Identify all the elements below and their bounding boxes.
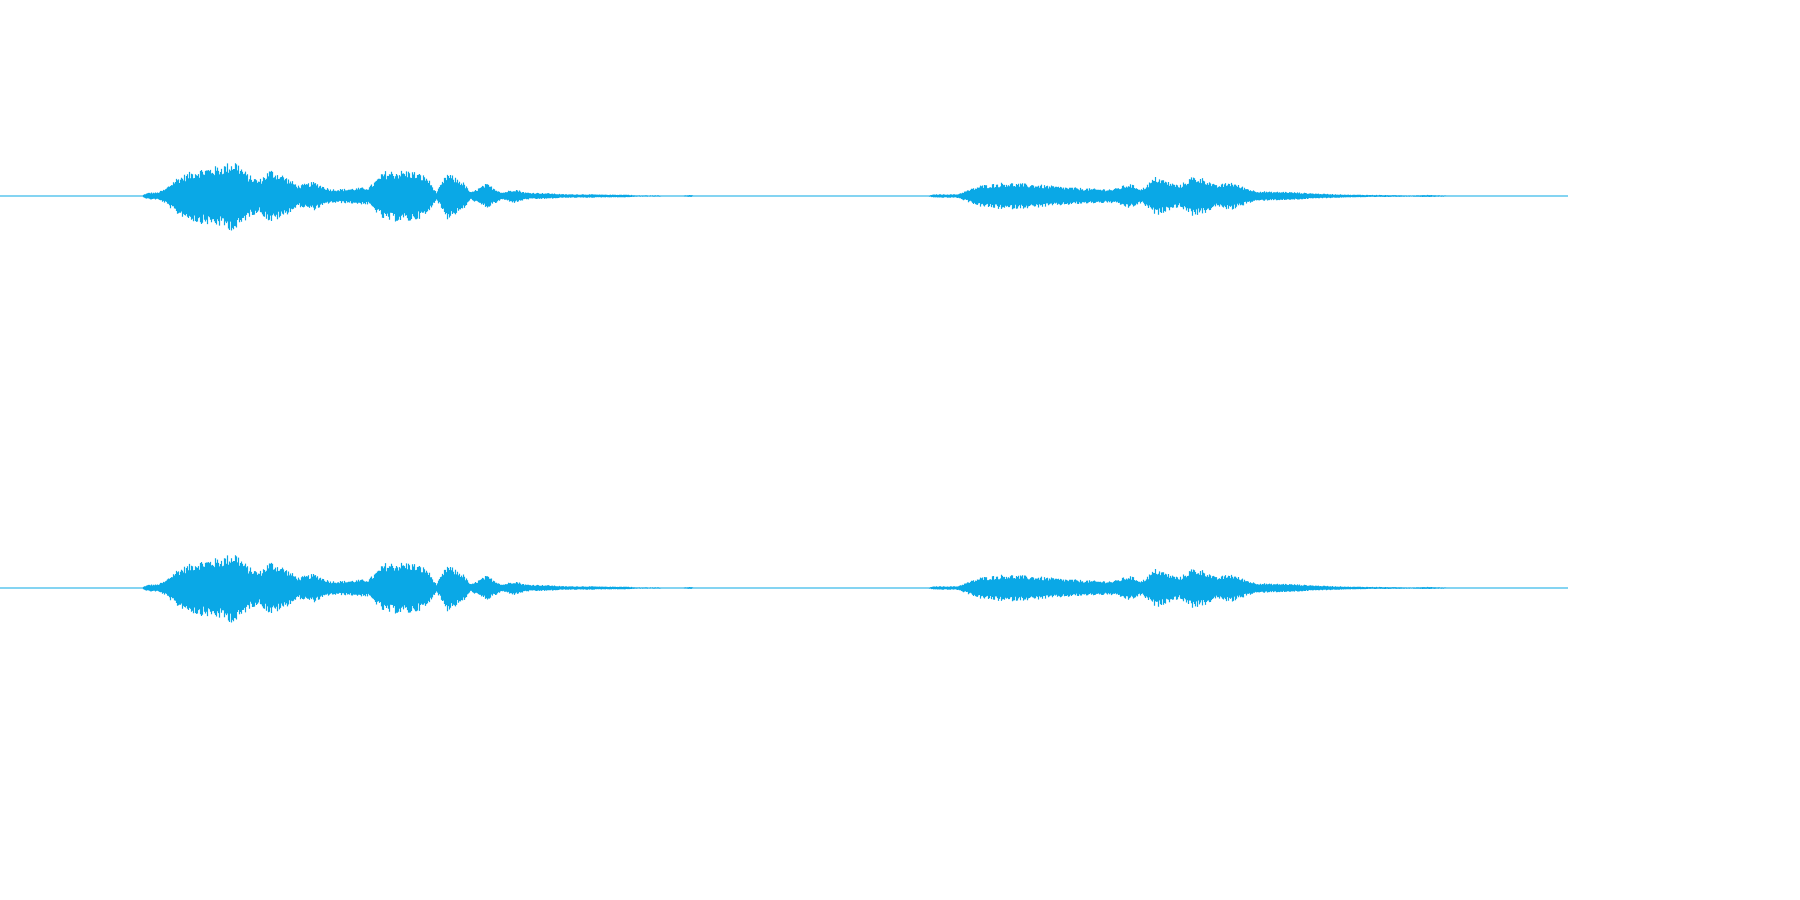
right-margin <box>1568 0 1800 900</box>
channel-waveform-shape <box>141 163 1459 231</box>
channel-2-waveform <box>0 555 1568 623</box>
waveform-canvas <box>0 163 1568 623</box>
bottom-margin <box>0 784 1568 900</box>
waveform-view <box>0 163 1568 623</box>
channel-waveform-shape <box>141 555 1459 623</box>
channel-1-waveform <box>0 163 1568 231</box>
